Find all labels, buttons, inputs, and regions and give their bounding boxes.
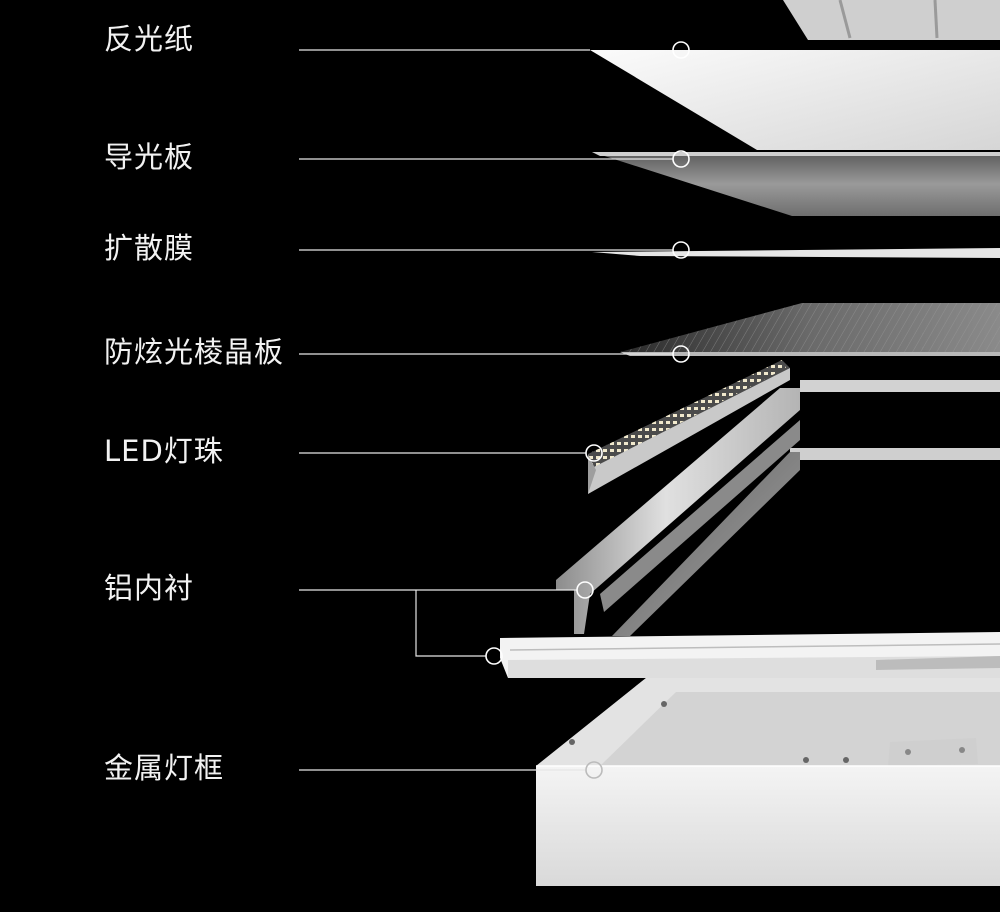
anti-glare-prism-plate-layer bbox=[620, 303, 1000, 356]
label-aluminum-liner: 铝内衬 bbox=[104, 574, 194, 603]
label-reflective-paper: 反光纸 bbox=[104, 25, 194, 54]
label-light-guide-plate: 导光板 bbox=[104, 143, 194, 172]
leader-line-diffuser-film bbox=[299, 242, 689, 258]
label-metal-lamp-frame: 金属灯框 bbox=[104, 754, 224, 783]
metal-lamp-frame bbox=[536, 678, 1000, 886]
leader-line-anti-glare-prism-plate bbox=[299, 346, 689, 362]
label-led-beads: LED灯珠 bbox=[104, 437, 224, 466]
light-guide-plate-layer bbox=[592, 152, 1000, 216]
label-anti-glare-prism-plate: 防炫光棱晶板 bbox=[104, 338, 284, 367]
reflective-paper-layer bbox=[590, 50, 1000, 150]
label-diffuser-film: 扩散膜 bbox=[104, 234, 194, 263]
aluminum-liner bbox=[500, 380, 1000, 678]
top-housing bbox=[783, 0, 1000, 40]
leader-line-led-beads bbox=[299, 445, 602, 461]
